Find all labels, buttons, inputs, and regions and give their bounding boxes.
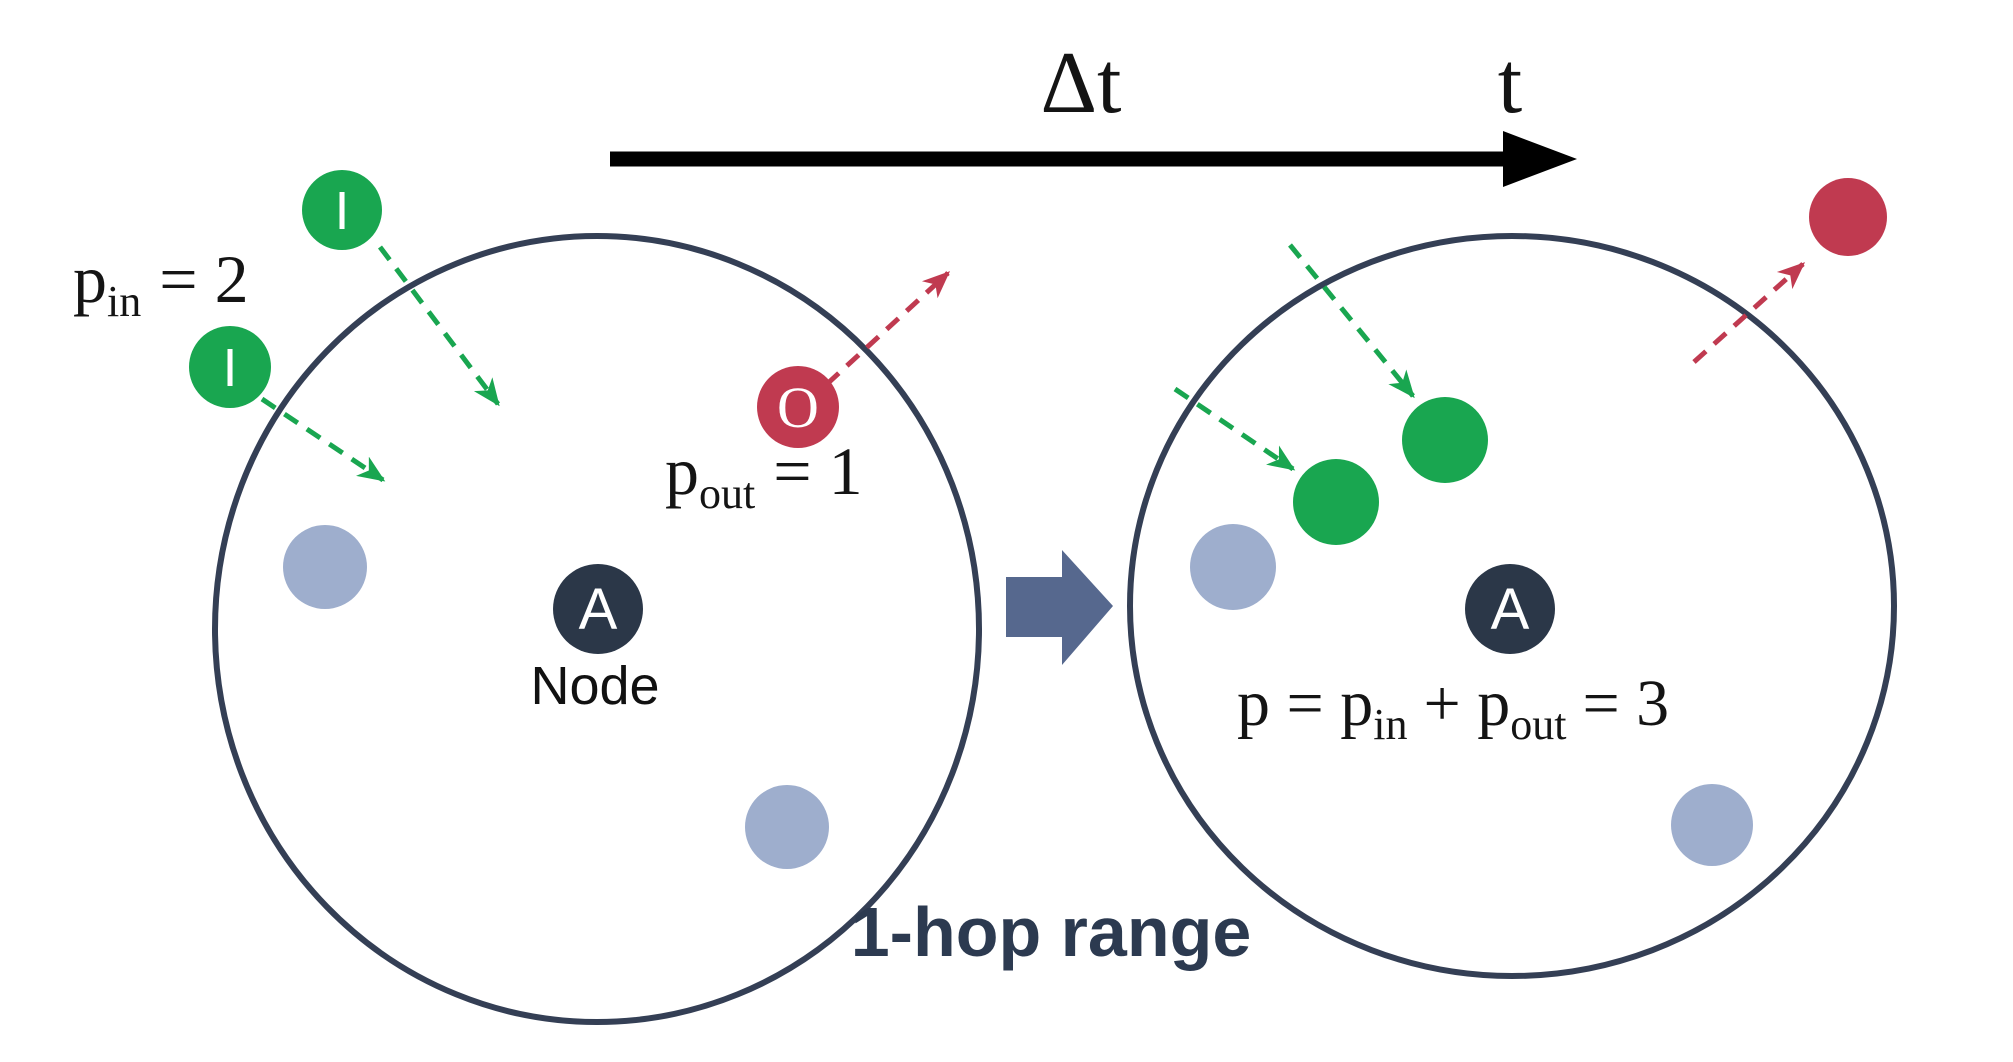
departed-node xyxy=(1809,178,1887,256)
delta-t-label: Δt xyxy=(1040,35,1121,132)
eq-part2: + p xyxy=(1423,667,1510,740)
arrived-node-2 xyxy=(1293,459,1379,545)
outgoing-node-letter: O xyxy=(777,375,819,440)
p-out-rest: = 1 xyxy=(773,433,862,509)
neighbor-node-left-2 xyxy=(1190,524,1276,610)
p-in-rest: = 2 xyxy=(159,241,248,317)
p-in-sub: in xyxy=(107,277,141,326)
node-a-letter-left: A xyxy=(579,577,618,642)
arrived-arrow-2 xyxy=(1173,386,1296,472)
eq-part1: p = p xyxy=(1237,667,1373,740)
node-caption: Node xyxy=(530,656,659,716)
right-snapshot: A p = pin + pout = 3 xyxy=(1127,178,1897,979)
neighbor-node-bottom-2 xyxy=(1671,784,1753,866)
transition-block-arrow-icon xyxy=(1006,550,1113,665)
node-a-circle-left xyxy=(553,564,643,654)
neighbor-node-bottom xyxy=(745,785,829,869)
neighbor-node-left xyxy=(283,525,367,609)
p-out-label: pout = 1 xyxy=(665,433,863,518)
arrived-node-1 xyxy=(1402,397,1488,483)
incoming-node-2-letter: I xyxy=(222,338,237,398)
departed-arrow xyxy=(1692,262,1806,364)
timeline-arrowhead-icon xyxy=(1503,131,1577,187)
left-snapshot: I I O A Node pin= 2 pout= 1 xyxy=(73,170,982,1025)
p-out-base: p xyxy=(665,433,699,509)
timeline: Δt t xyxy=(610,35,1577,187)
incoming-node-1-letter: I xyxy=(334,181,349,241)
t-label: t xyxy=(1498,35,1522,132)
outgoing-node xyxy=(757,366,839,448)
incoming-arrow-1 xyxy=(378,245,500,407)
node-a-letter-right: A xyxy=(1491,577,1530,642)
incoming-node-1 xyxy=(302,170,382,250)
p-in-label: pin = 2 xyxy=(73,241,249,326)
eq-sub-out: out xyxy=(1510,700,1566,749)
eq-part3: = 3 xyxy=(1582,667,1669,740)
range-caption: 1-hop range xyxy=(851,893,1252,971)
incoming-arrow-2 xyxy=(260,396,386,483)
perceived-mobility-equation: p = pin + pout = 3 xyxy=(1237,667,1669,749)
arrived-arrow-1 xyxy=(1288,243,1415,399)
node-a-circle-right xyxy=(1465,564,1555,654)
incoming-node-2 xyxy=(189,326,271,408)
p-out-sub: out xyxy=(699,469,755,518)
outgoing-arrow xyxy=(825,271,951,386)
p-in-base: p xyxy=(73,241,107,317)
eq-sub-in: in xyxy=(1373,700,1407,749)
